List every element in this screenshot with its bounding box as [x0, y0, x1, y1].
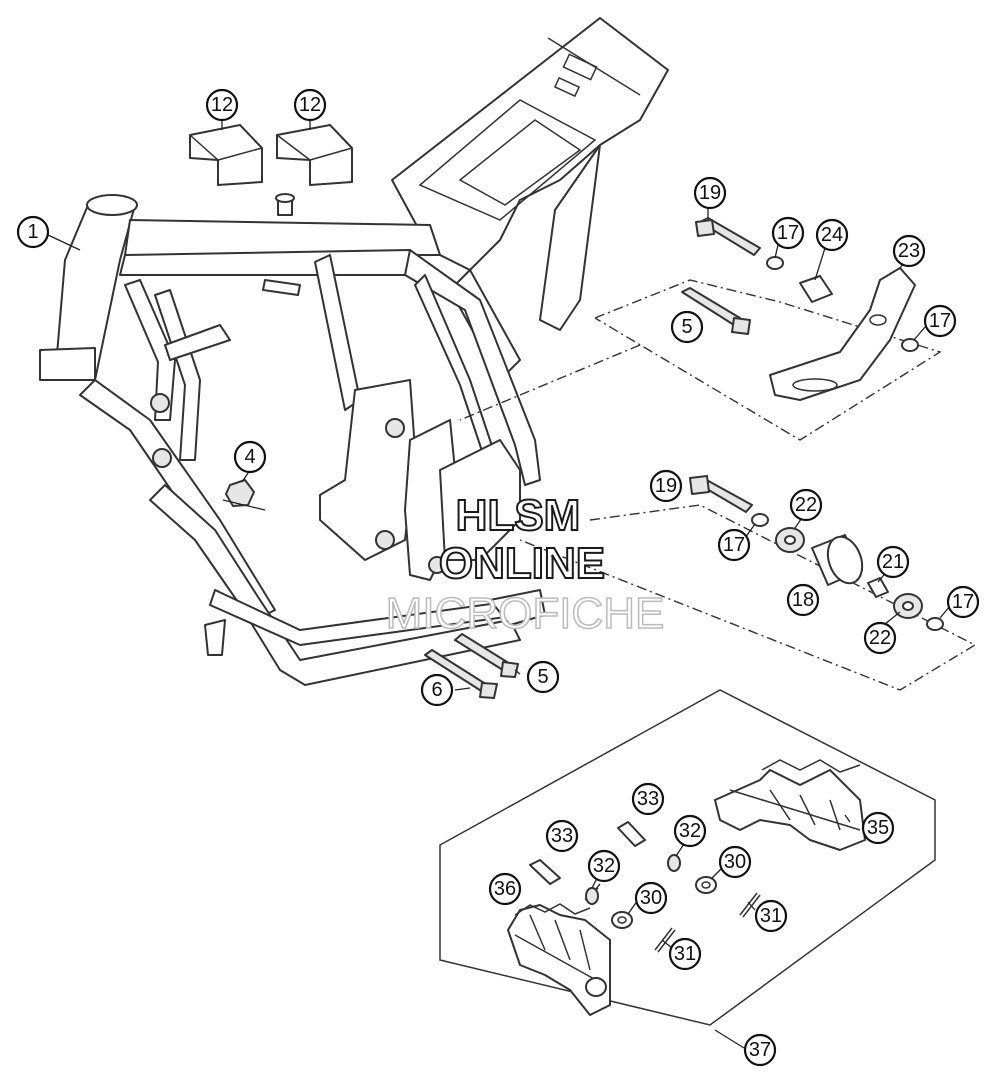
callout-30-lower: 30 — [634, 881, 668, 915]
svg-text:19: 19 — [699, 182, 721, 204]
callout-21: 21 — [876, 545, 910, 579]
callout-5-upper: 5 — [670, 310, 704, 344]
svg-text:17: 17 — [777, 222, 799, 244]
svg-text:32: 32 — [593, 855, 615, 877]
svg-text:5: 5 — [537, 666, 548, 688]
svg-text:18: 18 — [792, 589, 814, 611]
svg-text:12: 12 — [299, 94, 321, 116]
callout-17-upper-b: 17 — [923, 304, 957, 338]
callout-17-lower-b: 17 — [946, 585, 980, 619]
callout-32-upper: 32 — [673, 814, 707, 848]
nut-part-4 — [225, 479, 255, 507]
callout-18: 18 — [786, 583, 820, 617]
svg-text:17: 17 — [723, 534, 745, 556]
bolt-part-5-lower — [454, 633, 519, 678]
frame-protector-pad-right — [276, 124, 353, 186]
callout-30-upper: 30 — [718, 845, 752, 879]
svg-text:6: 6 — [431, 679, 442, 701]
svg-text:36: 36 — [494, 878, 516, 900]
callout-37: 37 — [743, 1033, 777, 1067]
callout-19-lower: 19 — [649, 469, 683, 503]
svg-text:33: 33 — [637, 788, 659, 810]
callout-24: 24 — [815, 218, 849, 252]
svg-text:30: 30 — [640, 887, 662, 909]
frame-protector-pad-left — [189, 124, 263, 186]
watermark-line1: HLSM — [456, 491, 581, 540]
callout-33-upper: 33 — [631, 782, 665, 816]
watermark-line2: ONLINE — [439, 539, 605, 588]
sidestand-upper-group — [459, 217, 942, 441]
callout-31-right: 31 — [754, 899, 788, 933]
svg-text:22: 22 — [795, 494, 817, 516]
svg-text:12: 12 — [211, 94, 233, 116]
callout-6: 6 — [420, 673, 454, 707]
svg-text:5: 5 — [681, 316, 692, 338]
callout-22-upper: 22 — [789, 488, 823, 522]
callout-12-left: 12 — [205, 88, 239, 122]
callout-12-right: 12 — [293, 88, 327, 122]
callout-33-lower: 33 — [545, 819, 579, 853]
callout-1: 1 — [16, 215, 50, 249]
svg-text:19: 19 — [655, 475, 677, 497]
svg-text:22: 22 — [869, 627, 891, 649]
svg-text:17: 17 — [952, 591, 974, 613]
svg-text:17: 17 — [929, 310, 951, 332]
svg-text:4: 4 — [244, 446, 255, 468]
sidestand-lower-group — [519, 475, 977, 691]
watermark-line3: MICROFICHE — [386, 589, 665, 638]
callout-32-lower: 32 — [587, 849, 621, 883]
svg-text:32: 32 — [679, 820, 701, 842]
footpeg-kit-group — [439, 689, 936, 1026]
callout-5-lower: 5 — [526, 660, 560, 694]
svg-text:23: 23 — [898, 240, 920, 262]
callout-23: 23 — [892, 234, 926, 268]
callout-19-upper: 19 — [693, 176, 727, 210]
callout-4: 4 — [233, 440, 267, 474]
svg-text:31: 31 — [760, 905, 782, 927]
svg-text:31: 31 — [674, 943, 696, 965]
svg-text:1: 1 — [27, 221, 38, 243]
callout-36: 36 — [488, 872, 522, 906]
svg-text:37: 37 — [749, 1039, 771, 1061]
svg-text:35: 35 — [867, 817, 889, 839]
svg-text:24: 24 — [821, 224, 843, 246]
callout-17-lower-a: 17 — [717, 528, 751, 562]
svg-text:21: 21 — [882, 551, 904, 573]
frame-assembly — [39, 17, 669, 686]
callout-22-lower: 22 — [863, 621, 897, 655]
watermark: HLSM ONLINE MICROFICHE — [385, 490, 665, 639]
svg-text:33: 33 — [551, 825, 573, 847]
callout-31-left: 31 — [668, 937, 702, 971]
bolt-part-6 — [424, 649, 498, 699]
callout-35: 35 — [861, 811, 895, 845]
svg-text:30: 30 — [724, 851, 746, 873]
callout-17-upper-a: 17 — [771, 216, 805, 250]
